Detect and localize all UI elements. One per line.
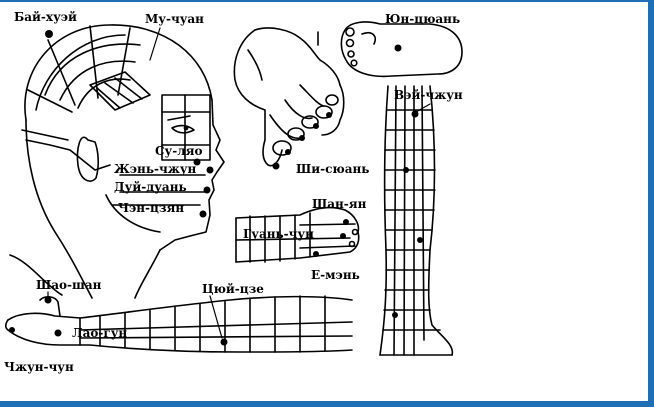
leader-lines: [47, 27, 431, 339]
label-wei-zhong: Вэй-чжун: [394, 88, 463, 102]
label-cheng-jiang: Чэн-цзян: [118, 201, 185, 215]
forearm-illustration: [4, 295, 353, 353]
foot-acupoints: [394, 44, 402, 52]
frame-top-border: [0, 0, 654, 2]
leg-illustration: [379, 85, 454, 356]
label-su-lyao: Су-ляо: [155, 144, 203, 158]
label-bai-huei: Бай-хуэй: [14, 10, 77, 24]
label-zhen-zhong: Жэнь-чжун: [114, 162, 197, 176]
head-illustration: [9, 24, 225, 299]
frame-right-border: [648, 0, 654, 407]
label-shi-xuan: Ши-сюань: [296, 162, 370, 176]
label-qu-ze: Цюй-цзе: [202, 282, 264, 296]
label-dui-duan: Дуй-дуань: [114, 180, 187, 194]
label-zhun-chun: Чжун-чун: [4, 360, 74, 374]
forearm-acupoints: [9, 296, 228, 346]
label-shan-yan: Шан-ян: [312, 197, 367, 211]
fist-acupoints: [272, 112, 332, 170]
head-acupoints: [45, 30, 214, 218]
label-e-men: Е-мэнь: [311, 268, 360, 282]
label-lao-gun: Лао-гун: [72, 326, 128, 340]
label-mu-chuan: Му-чуан: [145, 12, 204, 26]
label-yun-quan: Юн-цюань: [385, 12, 461, 26]
label-shao-shan: Шао-шан: [36, 278, 102, 292]
frame-bottom-border: [0, 401, 654, 407]
label-guan-chun: Гуань-чун: [243, 227, 314, 241]
foot-sole-illustration: [340, 21, 463, 78]
open-hand-illustration: [235, 206, 360, 263]
fist-illustration: [233, 27, 345, 167]
open-hand-acupoints: [313, 219, 349, 257]
leg-acupoints: [392, 110, 423, 318]
